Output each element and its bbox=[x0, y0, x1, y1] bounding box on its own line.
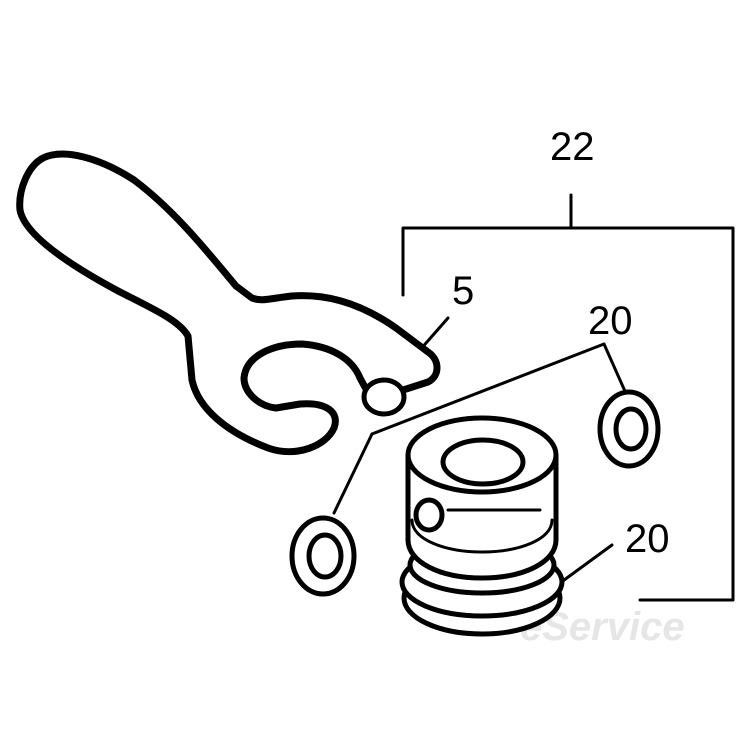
wrench-pin bbox=[361, 377, 407, 417]
valve-fitting bbox=[399, 415, 565, 637]
spanner-wrench bbox=[16, 150, 441, 455]
leader-20-upper-right bbox=[602, 342, 630, 400]
leader-20-upper-left bbox=[370, 342, 606, 436]
callout-20-upper: 20 bbox=[588, 299, 633, 343]
seal-washer-lower bbox=[289, 515, 357, 597]
assembly-bracket bbox=[401, 193, 735, 602]
leader-20-lower-left bbox=[332, 432, 374, 515]
valve-side-port bbox=[413, 497, 445, 533]
callout-5: 5 bbox=[452, 269, 474, 313]
seal-washer-upper bbox=[597, 389, 661, 469]
valve-bore bbox=[440, 437, 526, 487]
leader-lines bbox=[332, 316, 630, 585]
callout-22: 22 bbox=[550, 125, 595, 169]
leader-20-lower bbox=[558, 543, 614, 585]
callout-20-lower: 20 bbox=[625, 517, 670, 561]
